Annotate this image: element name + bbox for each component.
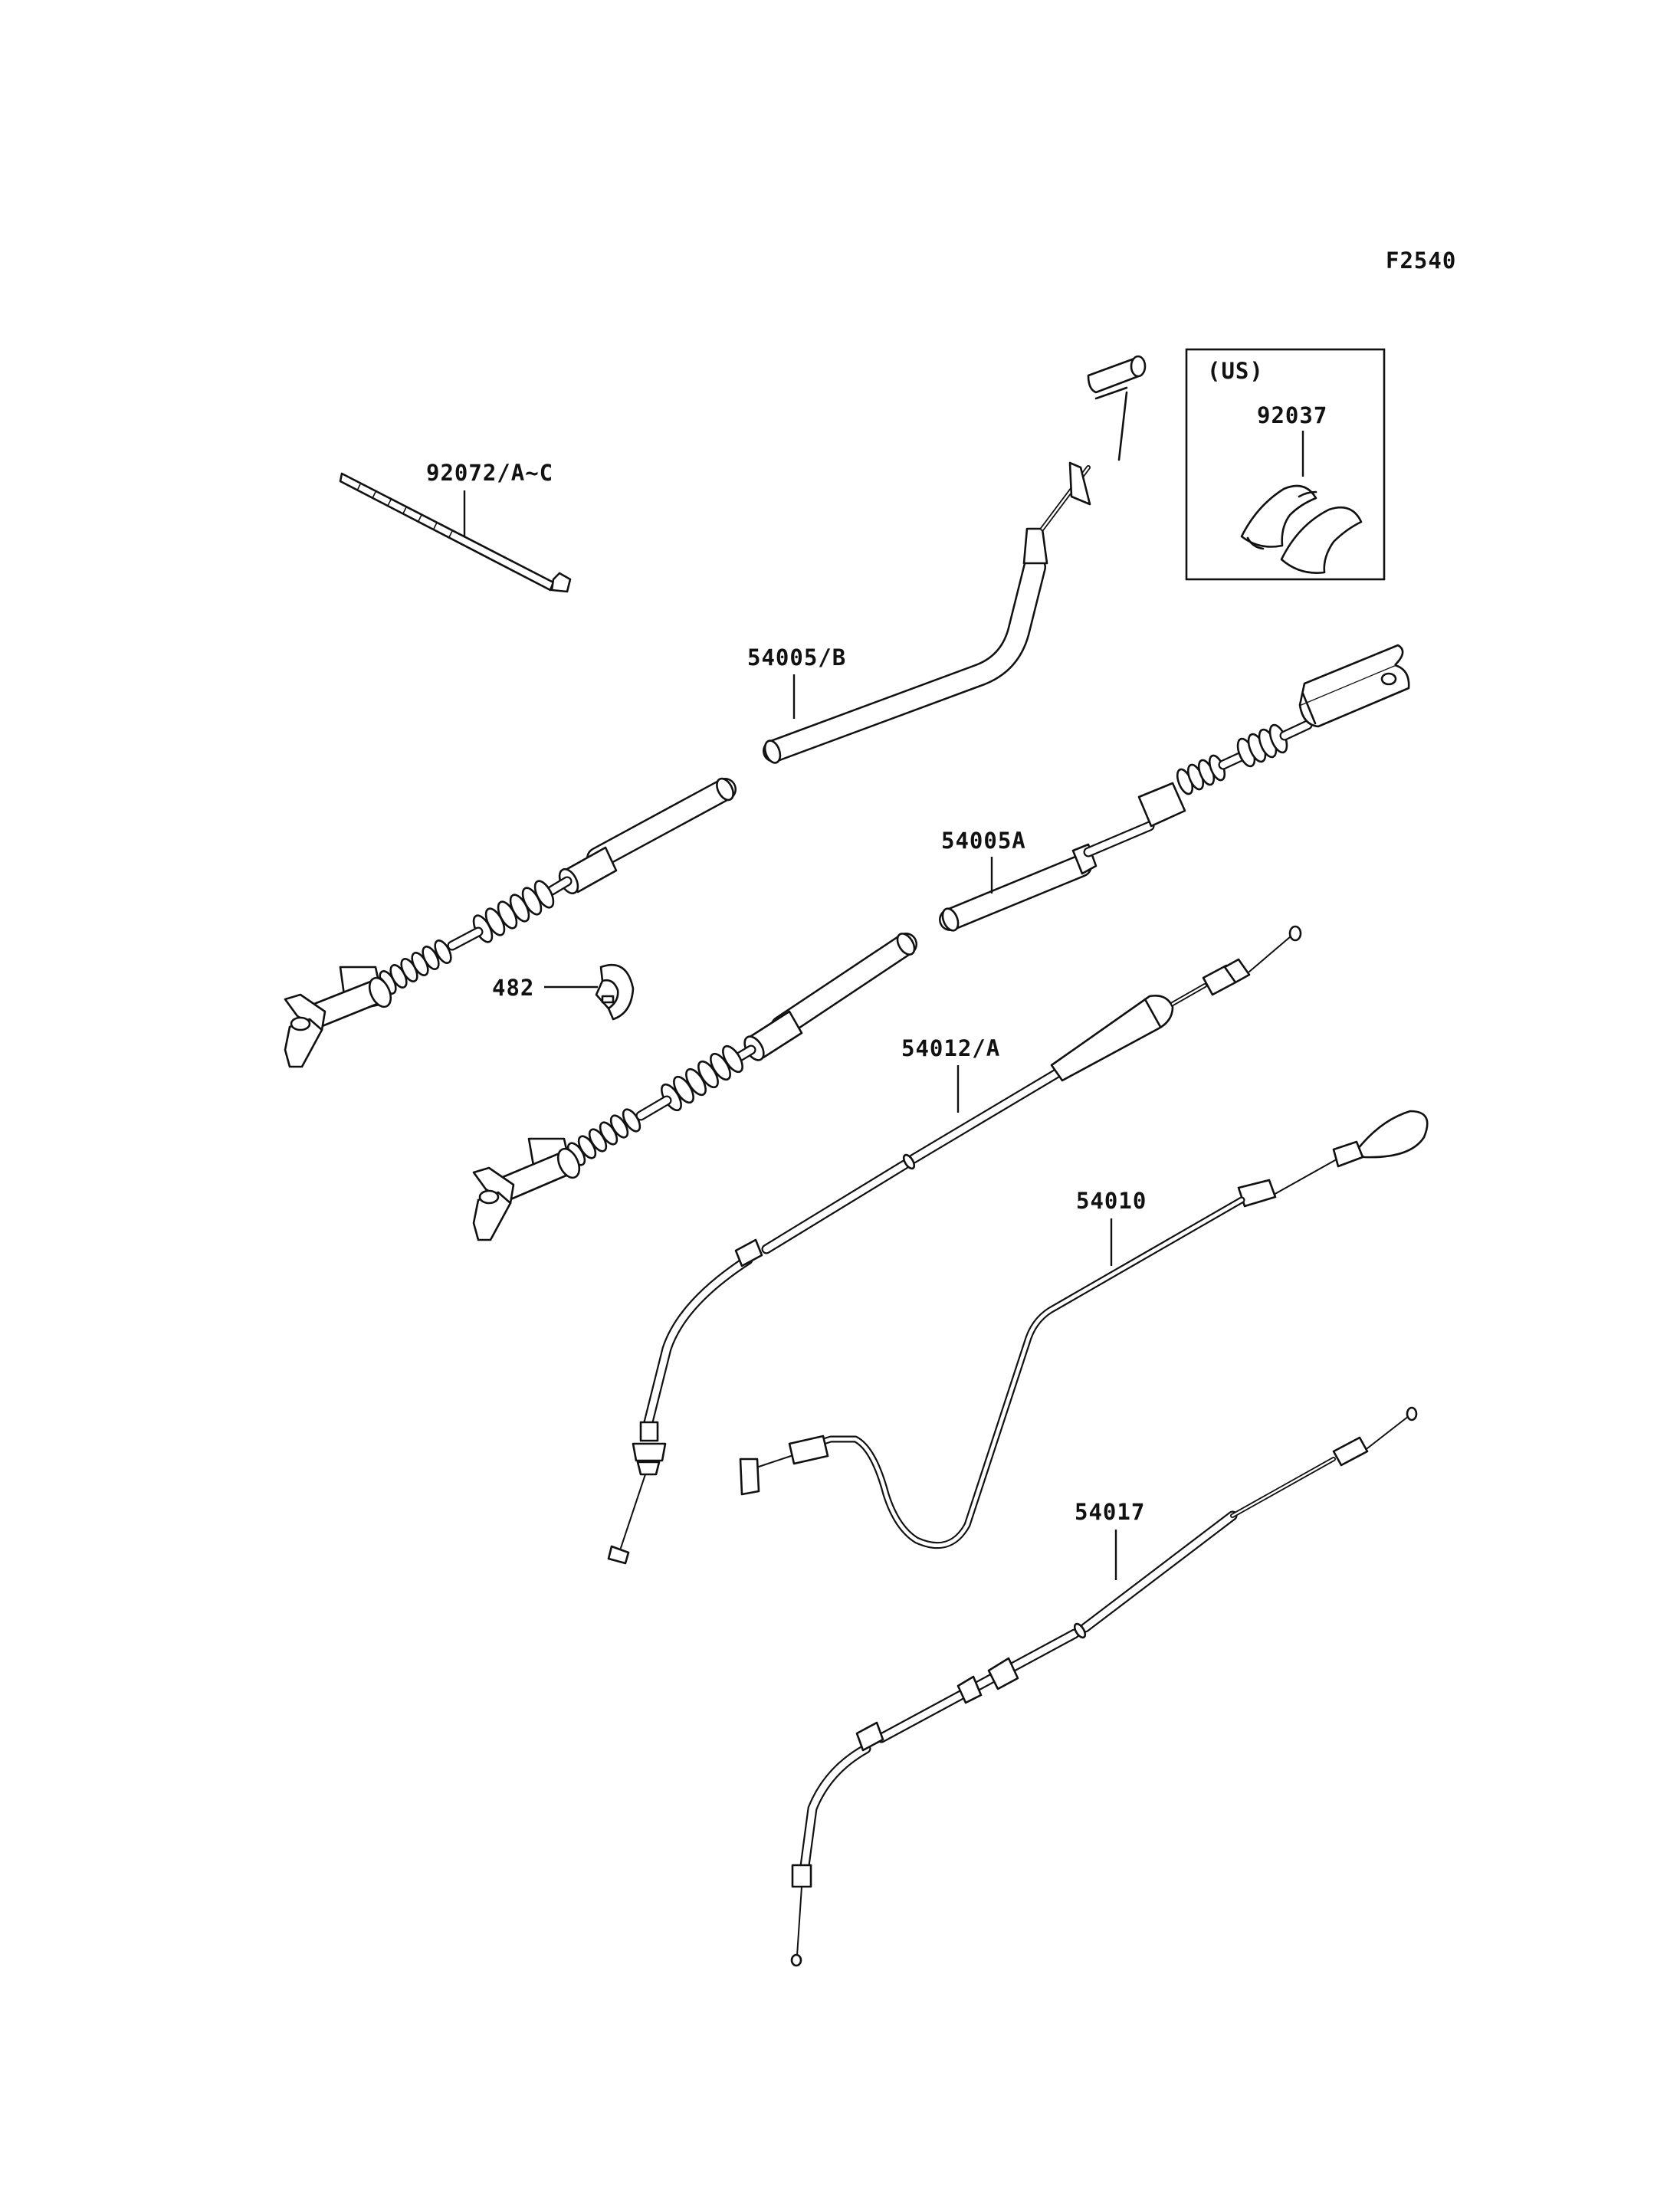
cable-54005b[interactable] [762, 355, 1147, 765]
inset-region-label: (US) [1207, 358, 1264, 384]
label-54005b: 54005/B [747, 644, 846, 671]
us-inset: (US) 92037 [1185, 348, 1386, 581]
inset-frame [1185, 348, 1386, 581]
cable-54012a[interactable] [607, 925, 1302, 1565]
label-54017: 54017 [1075, 1499, 1145, 1525]
cable-left-upper[interactable] [284, 776, 737, 1068]
label-54005a: 54005A [941, 828, 1026, 854]
clip-482[interactable] [595, 963, 635, 1021]
cable-tie-92072[interactable] [339, 472, 572, 593]
label-482: 482 [492, 975, 534, 1001]
label-54010: 54010 [1076, 1188, 1147, 1214]
clamp-92037[interactable] [1240, 484, 1363, 574]
cable-54010[interactable] [739, 1110, 1429, 1549]
figure-code: F2540 [1386, 248, 1456, 274]
label-92072: 92072/A~C [426, 460, 553, 486]
label-54012a: 54012/A [901, 1035, 1000, 1061]
inset-part-number: 92037 [1257, 402, 1327, 428]
cable-left-middle[interactable] [472, 931, 918, 1241]
cable-54005a[interactable] [939, 644, 1410, 933]
cable-54017[interactable] [790, 1406, 1418, 1967]
